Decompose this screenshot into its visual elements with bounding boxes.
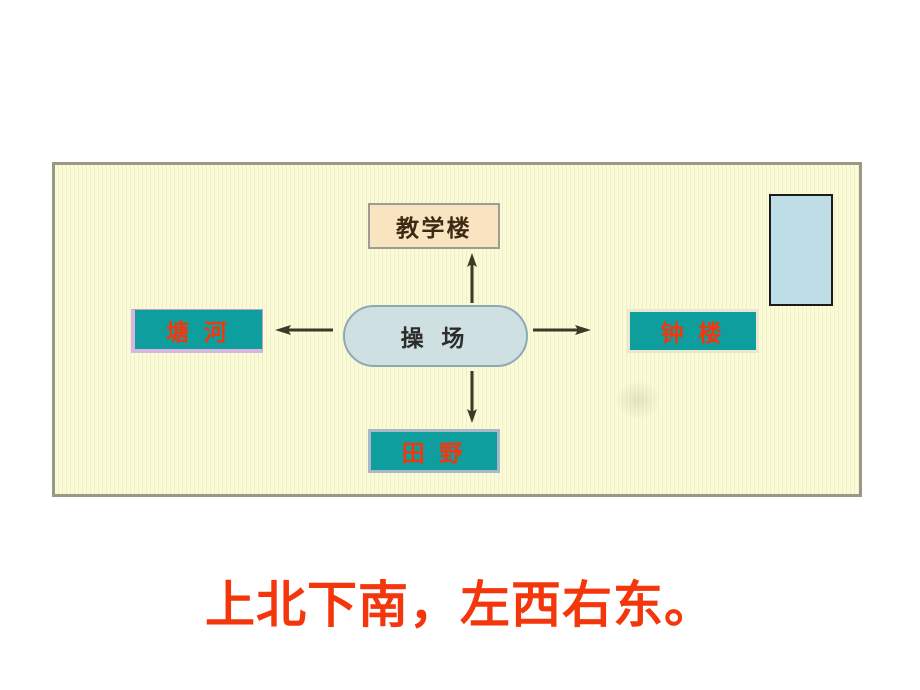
node-farm-field[interactable]: 田 野	[368, 429, 500, 473]
diagram-frame: 教学楼 塘 河 操 场 钟 楼 田 野	[52, 162, 862, 497]
arrow-down-icon	[467, 371, 477, 423]
node-pond-river-label: 塘 河	[166, 318, 231, 345]
node-teaching-building[interactable]: 教学楼	[368, 203, 500, 249]
slide-caption: 上北下南，左西右东。	[205, 577, 715, 633]
arrow-left-icon	[275, 325, 333, 335]
paper-smudge	[615, 380, 661, 420]
arrow-right-icon	[533, 325, 591, 335]
node-bell-tower[interactable]: 钟 楼	[627, 309, 759, 353]
arrow-up-icon	[467, 253, 477, 303]
node-farm-field-label: 田 野	[401, 440, 467, 466]
node-playground-label: 操 场	[400, 326, 471, 351]
legend-placeholder-box[interactable]	[769, 194, 833, 306]
node-playground[interactable]: 操 场	[343, 305, 528, 367]
node-pond-river[interactable]: 塘 河	[131, 309, 263, 353]
node-bell-tower-label: 钟 楼	[660, 320, 726, 346]
node-teaching-building-label: 教学楼	[396, 216, 472, 241]
